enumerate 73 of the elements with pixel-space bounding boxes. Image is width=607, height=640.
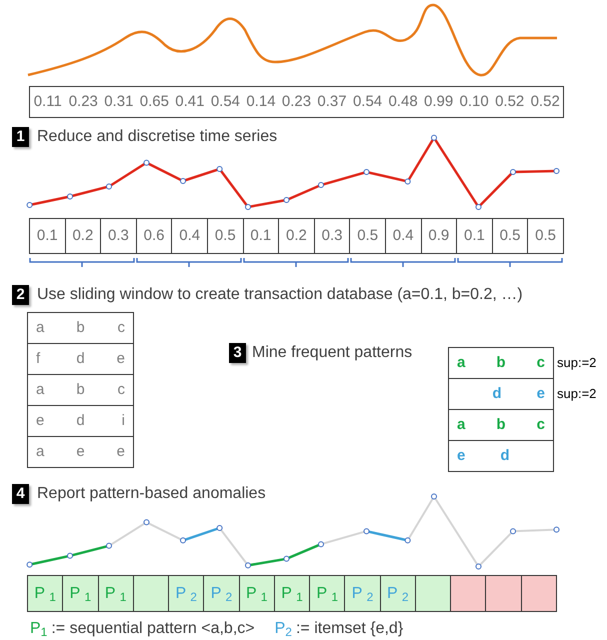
value-cell: 0.5: [206, 218, 244, 254]
value-cell: 0.3: [100, 218, 137, 254]
table-cell: d: [66, 405, 96, 437]
value-label: 0.48: [387, 92, 419, 112]
support-label: sup:=2: [557, 385, 596, 403]
match-cell: P $_{1}$: [27, 575, 64, 612]
table-cell: c: [95, 312, 134, 344]
legend-text: := itemset {e,d}: [296, 619, 404, 639]
value-label: 0.41: [174, 92, 206, 112]
value-label: 0.37: [316, 92, 348, 112]
pattern-item: d: [491, 384, 503, 404]
pattern-item: b: [495, 353, 507, 373]
value-cell: 0.5: [349, 218, 386, 254]
value-cell: 0.1: [456, 218, 493, 254]
step-badge: 1: [12, 127, 29, 147]
value-cell: 0.4: [171, 218, 208, 254]
pattern-item: c: [536, 415, 546, 435]
step-title: Mine frequent patterns: [252, 343, 412, 363]
value-cell: 0.9: [420, 218, 458, 254]
value-label: 0.31: [103, 92, 134, 112]
value-cell: 0.2: [64, 218, 102, 254]
pattern-item: b: [495, 415, 507, 435]
value-cell: 0.2: [278, 218, 315, 254]
match-cell: P $_{1}$: [98, 575, 134, 612]
value-label: 0.52: [494, 92, 526, 112]
value-cell: 0.1: [242, 218, 280, 254]
value-cell: 0.3: [314, 218, 350, 254]
match-cell: P $_{2}$: [344, 575, 381, 612]
value-cell: 0.4: [384, 218, 422, 254]
pattern-symbol: P$_{1}$: [30, 619, 48, 640]
step-title: Report pattern-based anomalies: [37, 484, 266, 504]
step-title: Reduce and discretise time series: [37, 127, 278, 147]
match-cell: P $_{2}$: [380, 575, 416, 612]
pattern-item: a: [456, 353, 466, 373]
value-label: 0.65: [138, 92, 170, 112]
table-cell: a: [27, 312, 66, 344]
value-label: 0.23: [280, 92, 312, 112]
legend-text: := sequential pattern <a,b,c>: [51, 619, 255, 639]
match-cell: P $_{1}$: [62, 575, 99, 612]
table-cell: e: [66, 436, 96, 468]
step-badge: 2: [12, 285, 29, 305]
table-cell: b: [66, 374, 96, 406]
table-cell: a: [27, 436, 66, 468]
pattern-item: e: [536, 384, 546, 404]
value-cell: 0.6: [136, 218, 172, 254]
value-cell: 0.1: [29, 218, 66, 254]
value-label: 0.11: [32, 92, 63, 112]
step-badge: 3: [229, 343, 246, 363]
table-cell: e: [95, 436, 134, 468]
pattern-item: a: [456, 415, 466, 435]
value-label: 0.99: [423, 92, 454, 112]
pattern-item: e: [456, 446, 466, 466]
match-cell: P $_{1}$: [238, 575, 275, 612]
value-cell: 0.5: [527, 218, 564, 254]
value-cell: 0.5: [492, 218, 528, 254]
match-cell: P $_{1}$: [274, 575, 310, 612]
step-badge: 4: [12, 484, 29, 504]
pattern-item: c: [536, 353, 546, 373]
support-label: sup:=2: [557, 354, 596, 372]
pattern-item: d: [499, 446, 511, 466]
value-label: 0.54: [352, 92, 384, 112]
match-cell: P $_{1}$: [309, 575, 346, 612]
value-label: 0.52: [530, 92, 561, 112]
step-title: Use sliding window to create transaction database (a=0.1, b=0.2, …): [37, 285, 523, 305]
value-label: 0.23: [68, 92, 99, 112]
table-cell: b: [66, 312, 96, 344]
match-cell: P $_{2}$: [203, 575, 240, 612]
value-label: 0.10: [458, 92, 490, 112]
table-cell: d: [66, 343, 96, 375]
value-label: 0.54: [210, 92, 242, 112]
pattern-symbol: P$_{2}$: [274, 619, 292, 640]
match-cell: P $_{2}$: [168, 575, 204, 612]
value-label: 0.14: [245, 92, 277, 112]
